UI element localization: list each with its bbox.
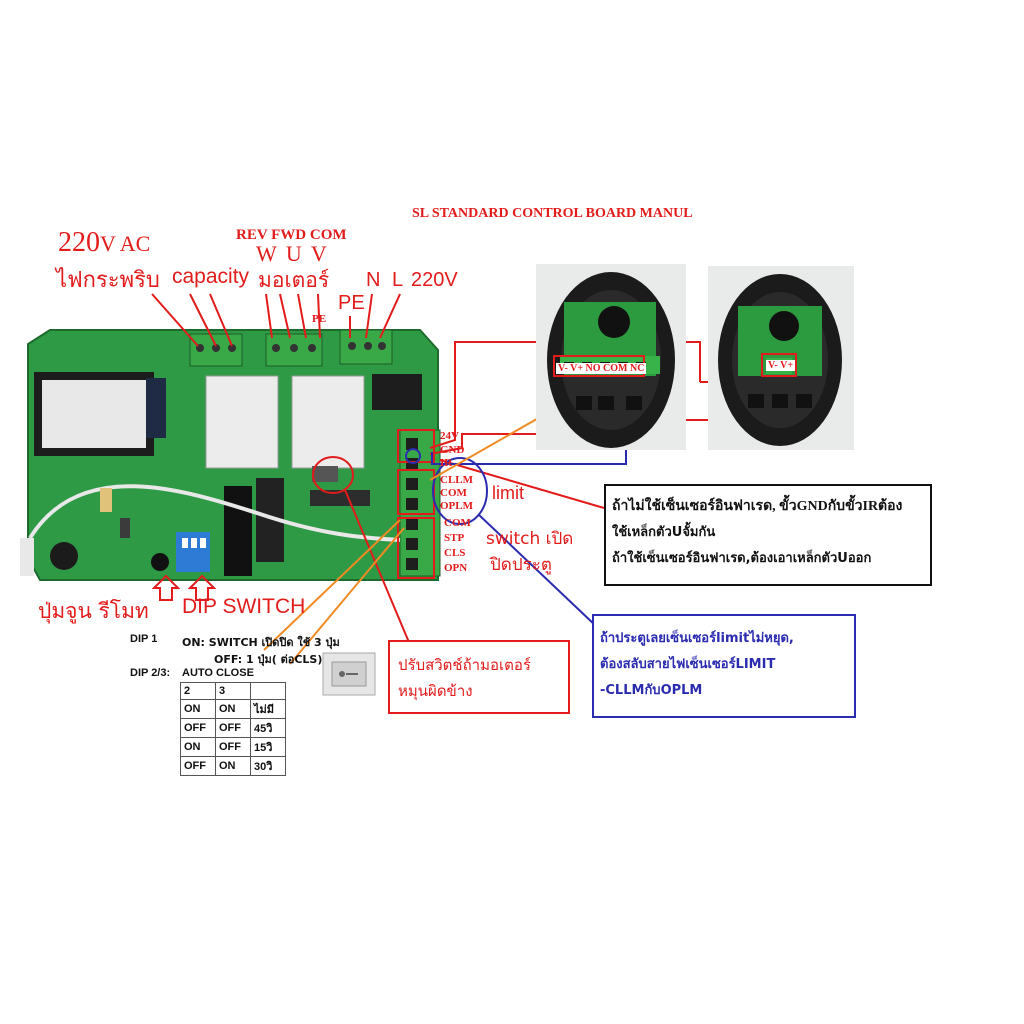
table-row: OFF ON 30วิ [180,756,286,776]
table-header-cell: 2 [180,682,216,700]
terminal-ir: IR [440,457,453,469]
pe-label: PE [338,292,365,314]
limit-label: limit [492,483,524,503]
table-header-cell [250,682,286,700]
motor-note-line-2: หมุนผิดข้าง [398,682,473,700]
table-cell: 15วิ [250,737,286,757]
limit-sensor-note: ถ้าประตูเลยเซ็นเซอร์limitไม่หยุด, ต้องสล… [592,614,856,718]
table-cell: ON [180,737,216,757]
table-header-row: 2 3 [180,682,286,700]
terminal-cllm: CLLM [440,474,473,486]
l-label: L [392,269,404,291]
ir-transmitter-image [708,266,854,450]
ir-note-line-2: ใช้เหล็กตัวUจั้มกัน [612,525,716,540]
auto-close-title: AUTO CLOSE [182,667,254,679]
limit-note-line-1: ถ้าประตูเลยเซ็นเซอร์limitไม่หยุด, [600,631,794,646]
table-cell: 30วิ [250,756,286,776]
switch-label: switch เปิด [486,529,574,549]
terminal-cls: CLS [444,547,466,559]
table-header-cell: 3 [215,682,251,700]
terminal-opn: OPN [444,562,468,574]
transmitter-terminal-labels: V- V+ [766,360,796,371]
n-label: N [366,269,381,291]
table-cell: OFF [180,718,216,738]
motor-direction-note: ปรับสวิตช์ถ้ามอเตอร์ หมุนผิดข้าง [388,640,570,714]
table-cell: OFF [215,718,251,738]
table-row: ON ON ไม่มี [180,699,286,719]
v220-label: 220V [411,269,458,291]
motor-note-line-1: ปรับสวิตช์ถ้ามอเตอร์ [398,656,531,674]
dip23-label: DIP 2/3: [130,667,171,679]
table-row: ON OFF 15วิ [180,737,286,757]
table-cell: 45วิ [250,718,286,738]
table-cell: OFF [215,737,251,757]
receiver-terminal-labels: V- V+ NO COM NC [556,363,647,374]
motor-label: มอเตอร์ [258,268,330,292]
control-board-image [20,329,441,581]
table-cell: ON [180,699,216,719]
rev-fwd-com-label: REV FWD COM [236,227,347,243]
table-row: OFF OFF 45วิ [180,718,286,738]
ac-voltage-label: 220V AC [58,227,151,258]
table-cell: ON [215,699,251,719]
table-cell: ไม่มี [250,699,286,719]
terminal-24v: 24V [440,430,459,442]
dip1-on-text: ON: SWITCH เปิดปิด ใช้ 3 ปุ่ม [182,636,340,649]
capacity-label: capacity [172,265,250,288]
ir-note-line-1: ถ้าไม่ใช้เซ็นเซอร์อินฟาเรด, ขั้วGNDกับขั… [612,499,903,514]
limit-note-line-3: -CLLMกับOPLM [600,683,703,698]
ir-receiver-image [536,264,686,450]
terminal-com-1: COM [440,487,467,499]
dip-switch-label: DIP SWITCH [182,595,306,618]
dip1-label: DIP 1 [130,633,158,645]
remote-button-label: ปุ่มจูน รีโมท [38,599,149,623]
terminal-oplm: OPLM [440,500,473,512]
ir-note-line-3: ถ้าใช้เซ็นเซอร์อินฟาเรด,ต้องเอาเหล็กตัวU… [612,551,872,566]
table-cell: OFF [180,756,216,776]
open-close-door-label: ปิดประตู [490,555,552,575]
terminal-com-2: COM [444,517,471,529]
terminal-stp: STP [444,532,465,544]
exit-button-image [322,652,376,696]
terminal-gnd: GND [440,444,465,456]
lamp-label: ไฟกระพริบ [56,268,160,293]
auto-close-table: 2 3 ON ON ไม่มี OFF OFF 45วิ ON OFF 15วิ… [180,682,286,776]
diagram-title: SL STANDARD CONTROL BOARD MANUL [412,206,693,221]
ir-sensor-note: ถ้าไม่ใช้เซ็นเซอร์อินฟาเรด, ขั้วGNDกับขั… [604,484,932,586]
table-cell: ON [215,756,251,776]
wuv-label: W U V [256,241,329,266]
limit-note-line-2: ต้องสลับสายไฟเซ็นเซอร์LIMIT [600,657,776,672]
